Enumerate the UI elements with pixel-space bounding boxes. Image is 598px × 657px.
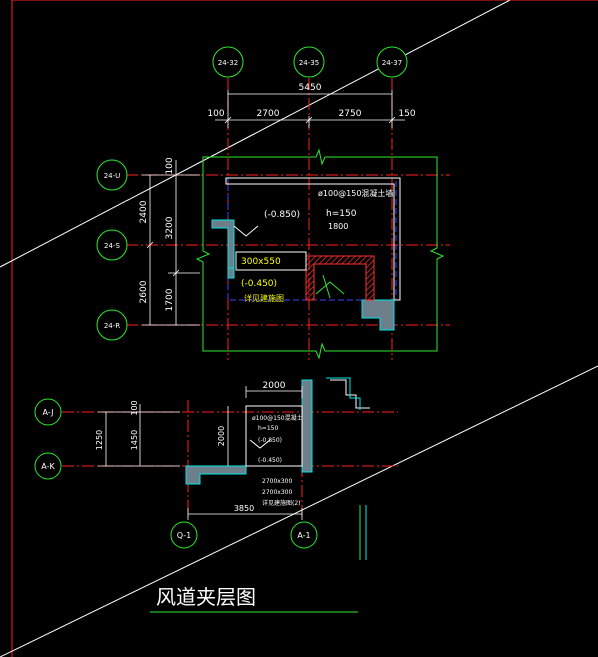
grid-bubble-24-32 bbox=[212, 46, 244, 78]
grid-bubble-A-1 bbox=[290, 521, 318, 549]
opening-box bbox=[235, 251, 307, 271]
dim-inner-3200: 3200 bbox=[165, 216, 175, 239]
dim-span-2750: 2750 bbox=[339, 109, 362, 119]
pipe-note: ø100@150混凝土墙 bbox=[318, 188, 393, 198]
grid-label-24-R: 24-R bbox=[104, 322, 120, 330]
section-note-4: 2700x300 bbox=[262, 489, 292, 496]
dim-100: 100 bbox=[130, 400, 139, 415]
grid-label-24-U: 24-U bbox=[104, 172, 121, 180]
section-elev-2: (-0.450) bbox=[258, 457, 282, 464]
dim-inner-1700: 1700 bbox=[165, 288, 175, 311]
section-view: A-J A-K Q-1 A-1 2000 1250 100 1450 2000 … bbox=[34, 377, 398, 560]
dim-right-edge-150: 150 bbox=[398, 109, 415, 119]
section-dimensions bbox=[98, 386, 303, 520]
grid-bubble-A-J bbox=[34, 398, 62, 426]
section-wall-right bbox=[301, 379, 313, 473]
note-yellow: 详见建施图 bbox=[244, 293, 284, 303]
grid-bubble-Q-1 bbox=[170, 521, 198, 549]
grid-label-Q-1: Q-1 bbox=[177, 531, 192, 540]
section-note-2: h=150 bbox=[258, 425, 278, 432]
hatch-region bbox=[305, 255, 375, 301]
section-note-1: ø100@150混凝土 bbox=[252, 414, 303, 422]
h-label: h=150 bbox=[326, 209, 357, 219]
grid-bubble-24-37 bbox=[376, 46, 408, 78]
top-dimensions bbox=[215, 90, 405, 128]
wall-lower-right bbox=[361, 299, 395, 331]
dim-2000-top: 2000 bbox=[263, 381, 286, 391]
grid-label-24-S: 24-S bbox=[104, 242, 120, 250]
leader-green bbox=[322, 274, 331, 299]
elevation-marker-green bbox=[315, 281, 345, 295]
section-note-5: 详见建施图(2) bbox=[262, 499, 301, 507]
grid-label-A-1: A-1 bbox=[297, 531, 310, 540]
grid-bubble-24-S bbox=[96, 229, 128, 261]
section-elev-1: (-0.850) bbox=[258, 437, 282, 444]
grid-label-24-35: 24-35 bbox=[299, 59, 319, 67]
elevation-top: (-0.850) bbox=[264, 210, 300, 220]
dim-1450: 1450 bbox=[130, 430, 139, 450]
grid-label-A-K: A-K bbox=[41, 462, 55, 471]
stair-cyan bbox=[326, 377, 361, 410]
grid-bubble-A-K bbox=[34, 452, 62, 480]
dim-span-2700: 2700 bbox=[257, 109, 280, 119]
grid-label-A-J: A-J bbox=[43, 408, 54, 417]
opening-size: 300x550 bbox=[241, 257, 281, 267]
left-dimensions bbox=[142, 160, 200, 326]
dim-left-2600: 2600 bbox=[139, 280, 149, 303]
plan-break-outline bbox=[195, 148, 445, 360]
grid-bubble-24-U bbox=[96, 159, 128, 191]
elevation-marker-top bbox=[233, 225, 259, 237]
plan-walls bbox=[211, 177, 401, 331]
stair-outline bbox=[330, 379, 370, 409]
dim-1800: 1800 bbox=[328, 222, 348, 231]
hatched-slab bbox=[305, 255, 375, 301]
dim-1250: 1250 bbox=[95, 430, 104, 450]
dim-edge-100: 100 bbox=[165, 157, 175, 174]
grid-bubble-24-35 bbox=[293, 46, 325, 78]
diagonal-cut-line-bottom bbox=[0, 365, 598, 657]
section-box bbox=[245, 405, 303, 467]
elevation-bottom: (-0.450) bbox=[241, 279, 277, 289]
drawing-title: 风道夹层图 bbox=[156, 585, 256, 609]
dim-total-5450: 5450 bbox=[299, 83, 322, 93]
grid-bubble-24-R bbox=[96, 309, 128, 341]
grid-label-24-37: 24-37 bbox=[382, 59, 402, 67]
section-note-3: 2700x300 bbox=[262, 478, 292, 485]
dim-3850: 3850 bbox=[234, 504, 254, 513]
section-elev-marker bbox=[249, 439, 271, 449]
diagonal-cut-line-top bbox=[0, 0, 511, 268]
grid-label-24-32: 24-32 bbox=[218, 59, 238, 67]
dim-left-edge-100: 100 bbox=[207, 109, 224, 119]
dim-left-2400: 2400 bbox=[139, 200, 149, 223]
wall-left-lower bbox=[227, 267, 235, 279]
dim-2000-vertical: 2000 bbox=[217, 426, 226, 446]
plan-view: 24-32 24-35 24-37 24-U 24-S 24-R 5450 10… bbox=[96, 46, 450, 360]
